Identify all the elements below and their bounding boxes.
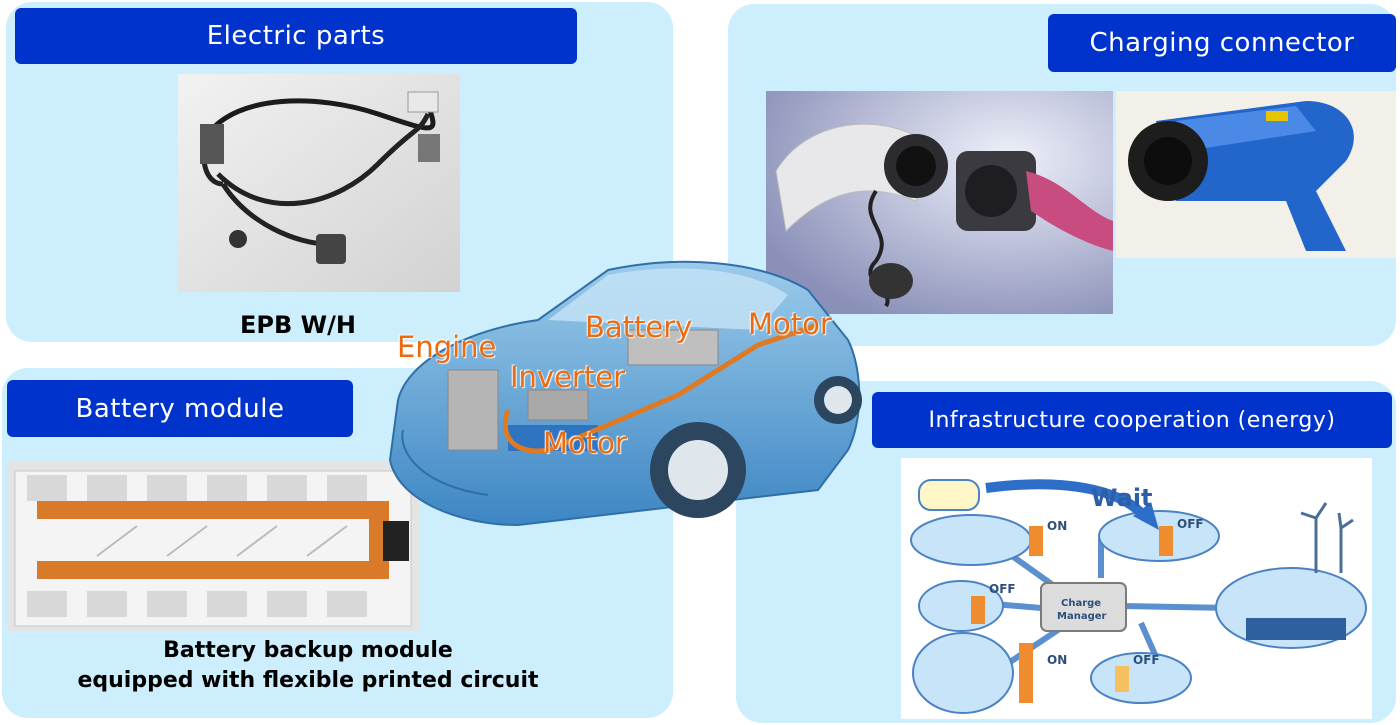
car-label-inverter: Inverter bbox=[510, 360, 625, 394]
diagram-off-label-left: OFF bbox=[989, 582, 1016, 596]
charging-connector-header: Charging connector bbox=[1048, 14, 1396, 72]
car-label-motor-front: Motor bbox=[543, 426, 627, 460]
charging-connector-photo-1 bbox=[766, 91, 1113, 314]
diagram-charge-manager-line2: Manager bbox=[1057, 611, 1107, 622]
battery-module-caption-line2: equipped with flexible printed circuit bbox=[77, 668, 539, 693]
car-label-engine: Engine bbox=[397, 330, 497, 364]
diagram-wait-label: Wait bbox=[1091, 484, 1153, 512]
electric-parts-header: Electric parts bbox=[15, 8, 577, 64]
diagram-on-label-bottom: ON bbox=[1047, 653, 1067, 667]
car-label-battery: Battery bbox=[585, 310, 693, 344]
diagram-off-label-top: OFF bbox=[1177, 517, 1204, 531]
diagram-charge-manager-line1: Charge bbox=[1061, 598, 1101, 609]
epb-caption: EPB W/H bbox=[240, 311, 356, 339]
diagram-on-label-top: ON bbox=[1047, 519, 1067, 533]
car-label-motor-rear: Motor bbox=[748, 307, 832, 341]
battery-module-caption-line1: Battery backup module bbox=[163, 638, 453, 663]
diagram-off-label-bottom: OFF bbox=[1133, 653, 1160, 667]
epb-wire-harness-photo bbox=[178, 74, 460, 292]
infrastructure-header: Infrastructure cooperation (energy) bbox=[872, 392, 1392, 448]
battery-module-header: Battery module bbox=[7, 380, 353, 437]
battery-module-photo bbox=[7, 461, 419, 631]
car-illustration bbox=[378, 250, 868, 532]
infrastructure-diagram: Wait ON OFF OFF ON OFF Charge Manager bbox=[901, 458, 1372, 719]
charging-connector-photo-2 bbox=[1116, 91, 1396, 258]
